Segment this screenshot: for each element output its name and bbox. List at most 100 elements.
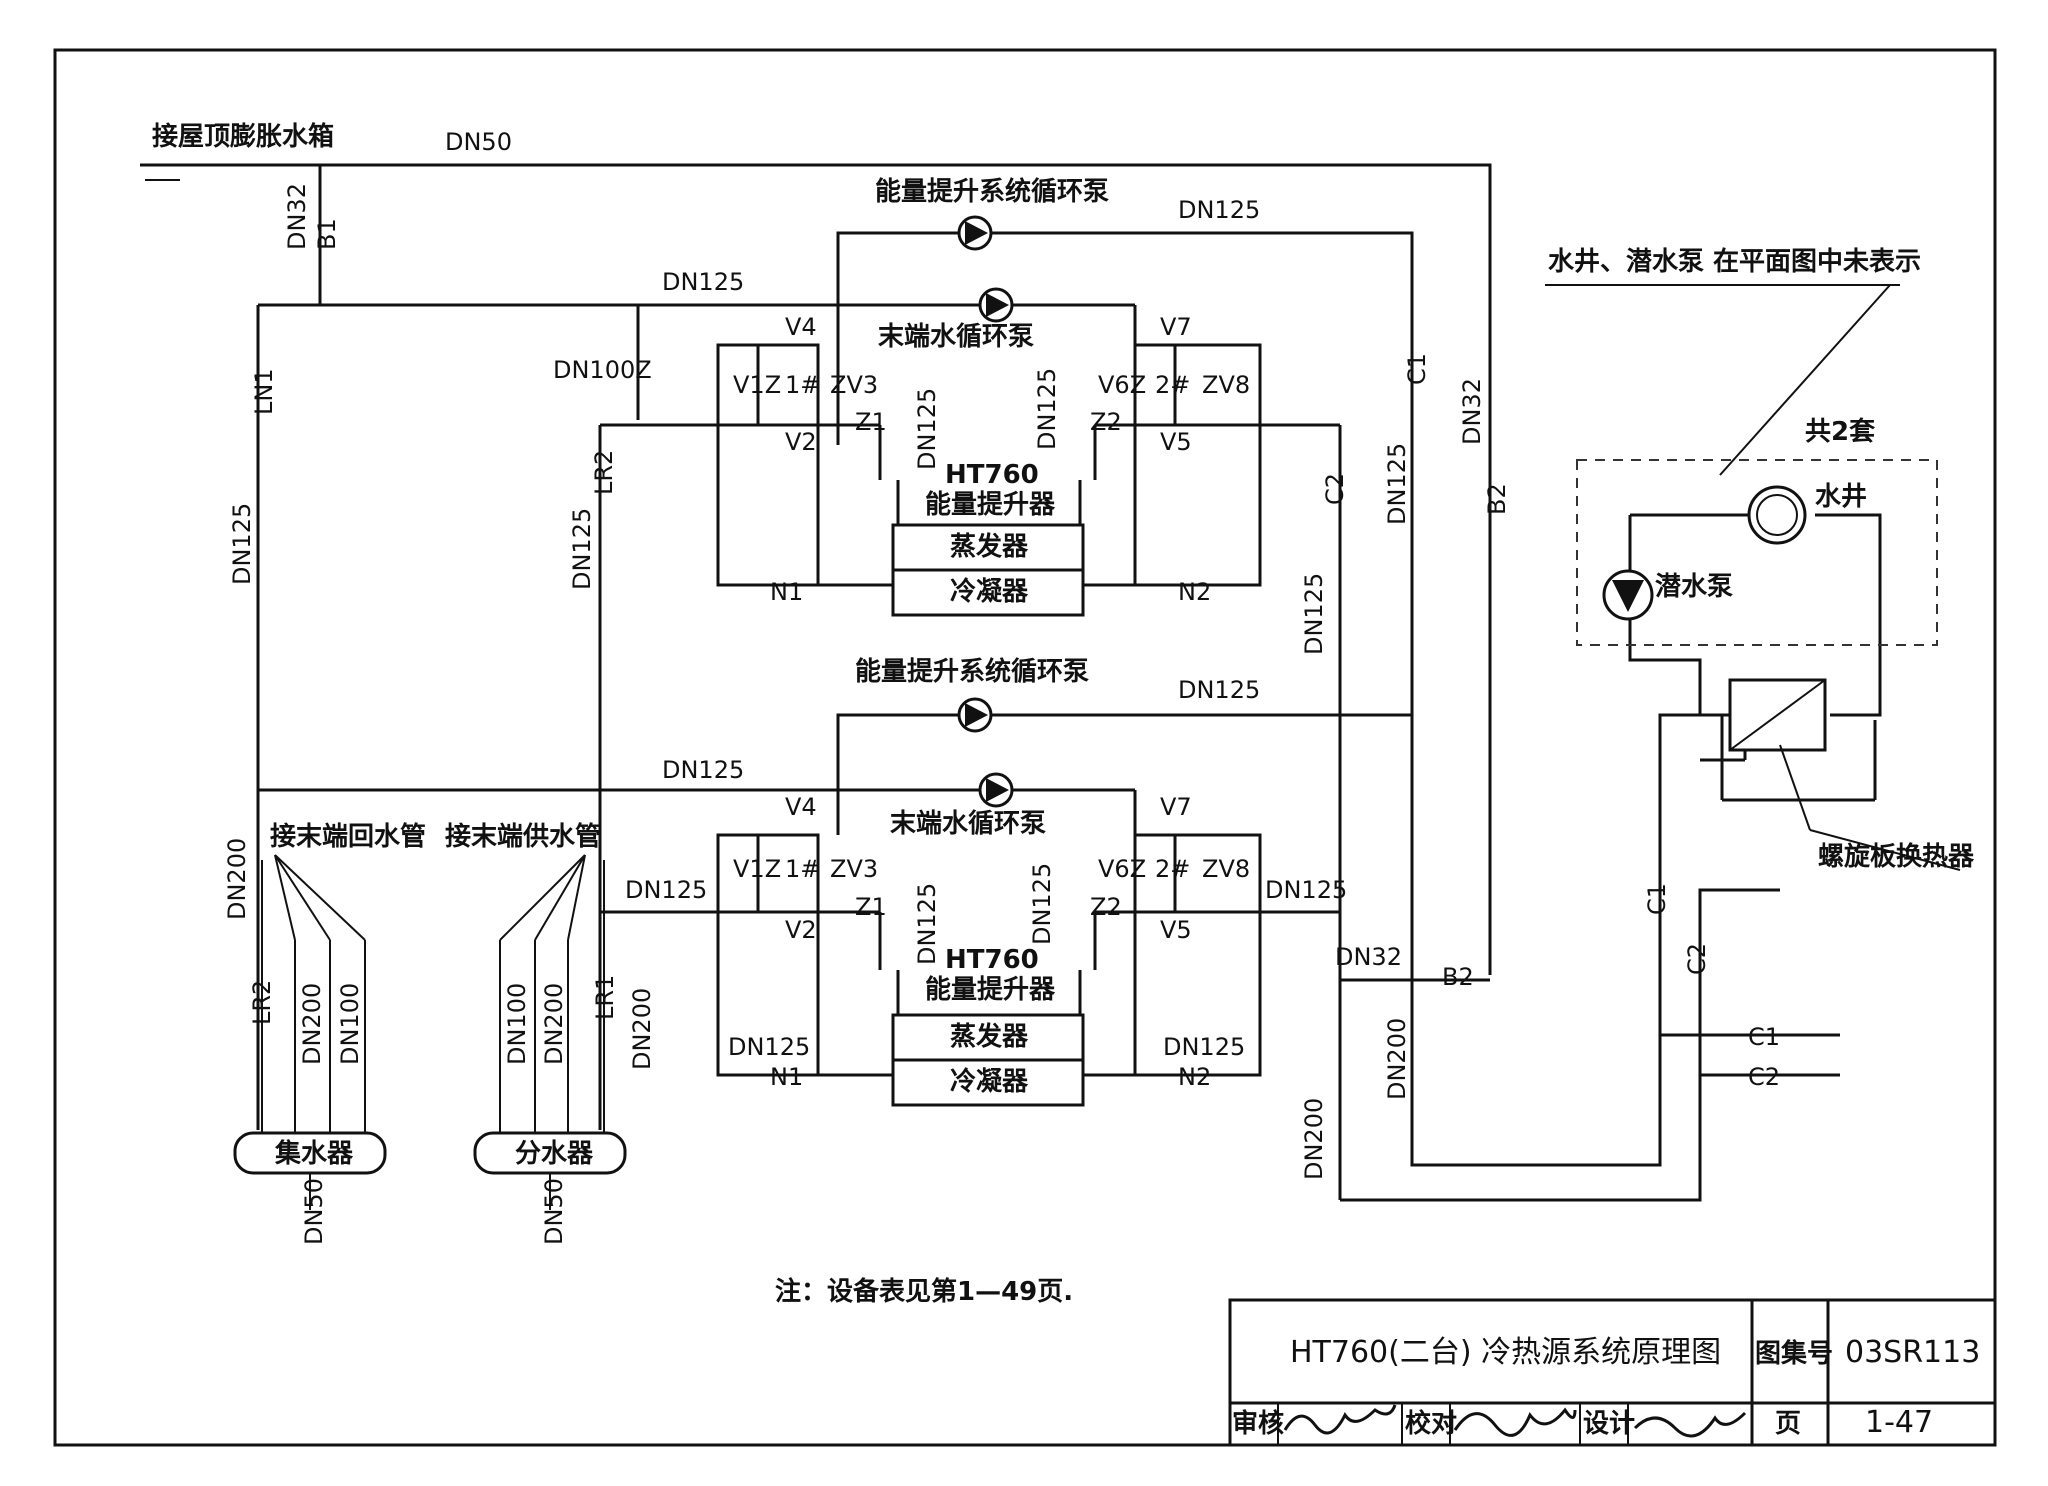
- two-sets-label: 共2套: [1805, 417, 1876, 447]
- valve-v4-upper: V4: [785, 313, 817, 341]
- drawing-frame: [53, 48, 1997, 1447]
- check-label: 校对: [1405, 1408, 1457, 1439]
- condenser-1: 冷凝器: [950, 576, 1029, 607]
- ln1-label: LN1: [250, 368, 278, 415]
- dn125-right-lower: DN125: [1265, 876, 1347, 904]
- dn125-top: DN125: [662, 268, 744, 296]
- z1-lower: Z1: [855, 893, 887, 921]
- dn125-n1-lower: DN125: [728, 1033, 810, 1061]
- dn100-distributor: DN100: [503, 983, 531, 1065]
- pump-energy-1-label: 能量提升系统循环泵: [875, 176, 1109, 207]
- dn125-riser-1: DN125: [913, 388, 941, 470]
- valve-v1-lower: V1Z: [733, 855, 781, 883]
- pump-end-1-label: 末端水循环泵: [878, 322, 1034, 352]
- dn125-lower-left: DN125: [625, 876, 707, 904]
- z2-lower: Z2: [1090, 893, 1122, 921]
- z2-upper: Z2: [1090, 408, 1122, 436]
- lr2-upper: LR2: [590, 450, 618, 495]
- distributor-label: 分水器: [515, 1139, 594, 1169]
- dn200-left: DN200: [223, 838, 251, 920]
- lr2-lower: LR2: [248, 980, 276, 1025]
- valve-v3-upper: ZV3: [830, 371, 878, 399]
- valve-v8-lower: ZV8: [1202, 855, 1250, 883]
- unit2-mark-lower: 2#: [1155, 855, 1190, 883]
- dn32-b2: DN32: [1458, 378, 1486, 445]
- collector-label: 集水器: [274, 1138, 354, 1169]
- b2-top: B2: [1483, 483, 1511, 515]
- signature-check: [1453, 1407, 1577, 1437]
- review-label: 审核: [1232, 1408, 1284, 1439]
- unit1-mark-lower: 1#: [785, 855, 820, 883]
- valve-v6-upper: V6Z: [1098, 371, 1146, 399]
- c1-hx: C1: [1643, 883, 1671, 915]
- headers: [233, 854, 627, 1210]
- dn125-riser-2: DN125: [1033, 368, 1061, 450]
- dn125-c1: DN125: [1383, 443, 1411, 525]
- evaporator-2: 蒸发器: [950, 1021, 1029, 1052]
- c2-top: C2: [1321, 473, 1349, 505]
- design-label: 设计: [1583, 1409, 1635, 1439]
- valve-v3-lower: ZV3: [830, 855, 878, 883]
- well-note: 水井、潜水泵 在平面图中未表示: [1548, 247, 1921, 277]
- dn200-bottom: DN200: [1300, 1098, 1328, 1180]
- unit-model-1: HT760: [945, 460, 1039, 490]
- dn50-collector: DN50: [300, 1178, 328, 1245]
- note-text: 注：设备表见第1—49页.: [775, 1276, 1073, 1307]
- valve-v5-upper: V5: [1160, 428, 1192, 456]
- pump-end-2-label: 末端水循环泵: [890, 809, 1046, 839]
- dn100z-label: DN100Z: [553, 356, 652, 384]
- pump-energy-2-label: 能量提升系统循环泵: [855, 656, 1089, 687]
- page-number: 1-47: [1865, 1405, 1933, 1440]
- unit2-mark-upper: 2#: [1155, 371, 1190, 399]
- valve-v2-upper: V2: [785, 428, 817, 456]
- unit1-mark-upper: 1#: [785, 371, 820, 399]
- page-label: 页: [1775, 1409, 1801, 1439]
- dn32-b1: DN32: [283, 183, 311, 250]
- drawing-title: HT760(二台) 冷热源系统原理图: [1290, 1335, 1721, 1370]
- dn200-distributor: DN200: [540, 983, 568, 1065]
- dn125-mid: DN125: [662, 756, 744, 784]
- unit-model-2: HT760: [945, 945, 1039, 975]
- dn100-collector: DN100: [336, 983, 364, 1065]
- dn125-riser-3: DN125: [913, 883, 941, 965]
- n2-lower: N2: [1178, 1063, 1211, 1091]
- pump-symbols: [957, 215, 1807, 808]
- spiral-heat-exchanger: [1545, 284, 1961, 871]
- b2-lower: B2: [1442, 963, 1474, 991]
- valve-v8-upper: ZV8: [1202, 371, 1250, 399]
- dn125-left: DN125: [228, 503, 256, 585]
- dn200-right: DN200: [1383, 1018, 1411, 1100]
- units: [891, 523, 1085, 1107]
- dn125-energy-2: DN125: [1178, 676, 1260, 704]
- roof-tank-label: 接屋顶膨胀水箱: [152, 121, 334, 152]
- labels: 接屋顶膨胀水箱 DN50 DN32 B1 LN1 DN125 DN125 DN1…: [152, 121, 1975, 1307]
- dn125-energy-1: DN125: [1178, 196, 1260, 224]
- c2-out: C2: [1748, 1063, 1780, 1091]
- dn125-riser-4: DN125: [1028, 863, 1056, 945]
- valve-v5-lower: V5: [1160, 916, 1192, 944]
- unit-name-2: 能量提升器: [925, 974, 1056, 1005]
- lr1-label: LR1: [591, 975, 619, 1020]
- atlas-number: 03SR113: [1845, 1335, 1980, 1370]
- submersible-pump-label: 潜水泵: [1655, 572, 1733, 602]
- dn200-collector: DN200: [298, 983, 326, 1065]
- title-block: HT760(二台) 冷热源系统原理图 图集号 03SR113 审核 校对 设计 …: [1228, 1298, 1997, 1447]
- n2-upper: N2: [1178, 578, 1211, 606]
- c1-top: C1: [1403, 353, 1431, 385]
- well-enclosure: [1576, 459, 1938, 646]
- n1-lower: N1: [770, 1063, 803, 1091]
- valve-v7-lower: V7: [1160, 793, 1192, 821]
- dn32-lower: DN32: [1335, 943, 1402, 971]
- c1-out: C1: [1748, 1023, 1780, 1051]
- dn200-lr1: DN200: [628, 988, 656, 1070]
- condenser-2: 冷凝器: [950, 1066, 1029, 1097]
- evaporator-1: 蒸发器: [950, 531, 1029, 562]
- z1-upper: Z1: [855, 408, 887, 436]
- supply-pipe-label: 接末端供水管: [445, 822, 601, 852]
- valve-v6-lower: V6Z: [1098, 855, 1146, 883]
- spiral-hx-label: 螺旋板换热器: [1818, 842, 1975, 872]
- b1-label: B1: [313, 218, 341, 250]
- dn50-top: DN50: [445, 128, 512, 156]
- atlas-label: 图集号: [1755, 1338, 1833, 1369]
